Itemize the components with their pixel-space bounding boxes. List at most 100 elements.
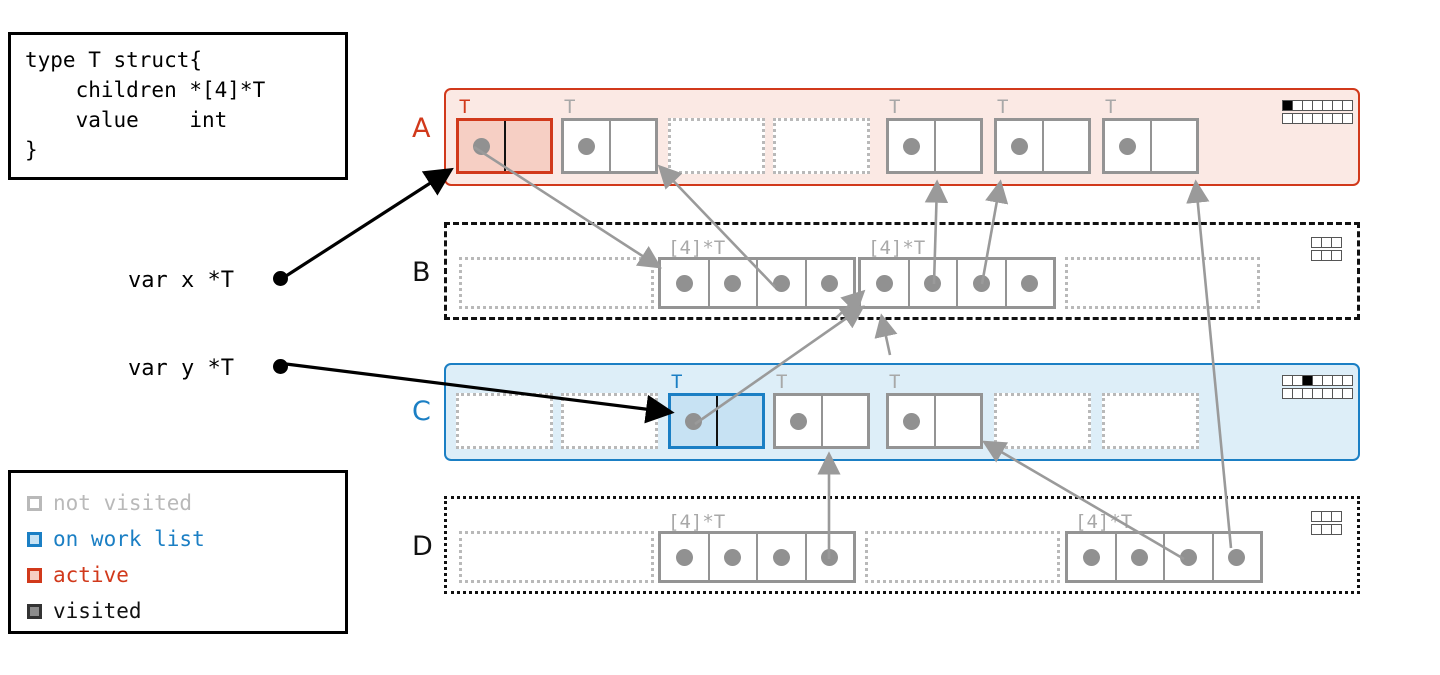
- node-c-6-empty: [1102, 393, 1199, 449]
- row-c-band: T T T: [444, 363, 1360, 461]
- array-caption-b-2: [4]*T: [868, 237, 926, 259]
- array-caption-d-1: [4]*T: [668, 511, 726, 533]
- array-d-3-cell-2: [1165, 534, 1214, 580]
- node-a-5-ptr-cell: [997, 121, 1044, 171]
- node-a-5[interactable]: [994, 118, 1091, 174]
- node-a-2-empty: [668, 118, 765, 174]
- node-a-0-ptr-cell: [459, 121, 506, 171]
- type-definition-code: type T struct{ children *[4]*T value int…: [25, 48, 266, 162]
- node-a-4-ptr-cell: [889, 121, 936, 171]
- arrow-array-b2-to-array-d1: [874, 313, 898, 356]
- pointer-dot-icon: [972, 274, 990, 292]
- node-c-4[interactable]: [886, 393, 983, 449]
- legend-item-visited: visited: [27, 593, 329, 629]
- node-a-6[interactable]: [1102, 118, 1199, 174]
- slot-caption-c-4: T: [889, 371, 901, 393]
- row-d-band: [4]*T [4]*T: [444, 496, 1360, 594]
- array-b-2-cell-1: [910, 260, 958, 306]
- node-a-0[interactable]: [456, 118, 553, 174]
- node-c-5-empty: [994, 393, 1091, 449]
- array-b-1-cell-3: [807, 260, 854, 306]
- node-c-2-value-cell: [718, 396, 763, 446]
- slot-caption-c-2: T: [671, 371, 683, 393]
- array-b-1-cell-1: [710, 260, 758, 306]
- pointer-dot-icon: [684, 412, 702, 430]
- array-d-1-cell-0: [661, 534, 710, 580]
- node-c-2[interactable]: [668, 393, 765, 449]
- pointer-dot-icon: [577, 137, 595, 155]
- pointer-dot-icon: [821, 274, 839, 292]
- node-a-6-value-cell: [1152, 121, 1197, 171]
- pointer-dot-icon: [1010, 137, 1028, 155]
- node-a-5-value-cell: [1044, 121, 1089, 171]
- node-d-0-empty: [459, 531, 654, 583]
- array-d-1[interactable]: [658, 531, 856, 583]
- row-d-grid-icon: [1311, 511, 1342, 535]
- slot-caption-a-0: T: [459, 96, 471, 118]
- node-a-1[interactable]: [561, 118, 658, 174]
- pointer-dot-icon: [902, 412, 920, 430]
- array-b-1-cell-0: [661, 260, 710, 306]
- legend-label-on-work-list: on work list: [53, 526, 205, 551]
- legend-label-visited: visited: [53, 598, 142, 623]
- node-c-4-ptr-cell: [889, 396, 936, 446]
- pointer-dot-icon: [1082, 548, 1100, 566]
- pointer-dot-icon: [1131, 548, 1149, 566]
- array-b-1[interactable]: [658, 257, 856, 309]
- node-a-4-value-cell: [936, 121, 981, 171]
- type-definition-box: type T struct{ children *[4]*T value int…: [8, 32, 348, 180]
- node-c-4-value-cell: [936, 396, 981, 446]
- row-a-band: T T T T T: [444, 88, 1360, 186]
- array-d-3-cell-1: [1117, 534, 1165, 580]
- var-y-anchor-dot: [273, 359, 288, 374]
- row-label-b: B: [412, 257, 431, 288]
- pointer-dot-icon: [821, 548, 839, 566]
- pointer-dot-icon: [924, 274, 942, 292]
- var-x-label: var x *T: [128, 268, 234, 293]
- slot-caption-a-5: T: [997, 96, 1009, 118]
- pointer-dot-icon: [675, 548, 693, 566]
- row-label-a: A: [412, 113, 431, 144]
- node-c-3-ptr-cell: [776, 396, 823, 446]
- array-b-2[interactable]: [858, 257, 1056, 309]
- array-b-1-cell-2: [758, 260, 807, 306]
- pointer-dot-icon: [772, 548, 790, 566]
- legend-label-not-visited: not visited: [53, 490, 193, 515]
- array-d-1-cell-2: [758, 534, 807, 580]
- pointer-dot-icon: [1228, 548, 1246, 566]
- slot-caption-a-1: T: [564, 96, 576, 118]
- node-c-1-empty: [561, 393, 658, 449]
- pointer-dot-icon: [772, 274, 790, 292]
- slot-caption-c-3: T: [776, 371, 788, 393]
- array-b-2-cell-2: [958, 260, 1007, 306]
- array-b-2-cell-0: [861, 260, 910, 306]
- array-caption-d-3: [4]*T: [1075, 511, 1133, 533]
- row-label-d: D: [412, 531, 433, 562]
- row-b-band: [4]*T [4]*T: [444, 222, 1360, 320]
- node-a-1-value-cell: [611, 121, 656, 171]
- node-a-6-ptr-cell: [1105, 121, 1152, 171]
- array-d-1-cell-3: [807, 534, 854, 580]
- legend-item-active: active: [27, 557, 329, 593]
- pointer-dot-icon: [789, 412, 807, 430]
- pointer-dot-icon: [472, 137, 490, 155]
- array-d-3[interactable]: [1065, 531, 1263, 583]
- pointer-dot-icon: [675, 274, 693, 292]
- pointer-dot-icon: [1118, 137, 1136, 155]
- node-a-4[interactable]: [886, 118, 983, 174]
- slot-caption-a-6: T: [1105, 96, 1117, 118]
- row-a-grid-icon: [1282, 100, 1353, 124]
- node-c-3[interactable]: [773, 393, 870, 449]
- legend-swatch-visited: [27, 603, 42, 619]
- array-d-3-cell-3: [1214, 534, 1261, 580]
- node-b-0-empty: [459, 257, 654, 309]
- row-c-grid-icon: [1282, 375, 1353, 399]
- var-x-anchor-dot: [273, 271, 288, 286]
- array-d-1-cell-1: [710, 534, 758, 580]
- node-a-3-empty: [773, 118, 870, 174]
- array-d-3-cell-0: [1068, 534, 1117, 580]
- row-label-c: C: [412, 396, 431, 427]
- legend-item-not-visited: not visited: [27, 485, 329, 521]
- node-c-0-empty: [456, 393, 553, 449]
- pointer-dot-icon: [875, 274, 893, 292]
